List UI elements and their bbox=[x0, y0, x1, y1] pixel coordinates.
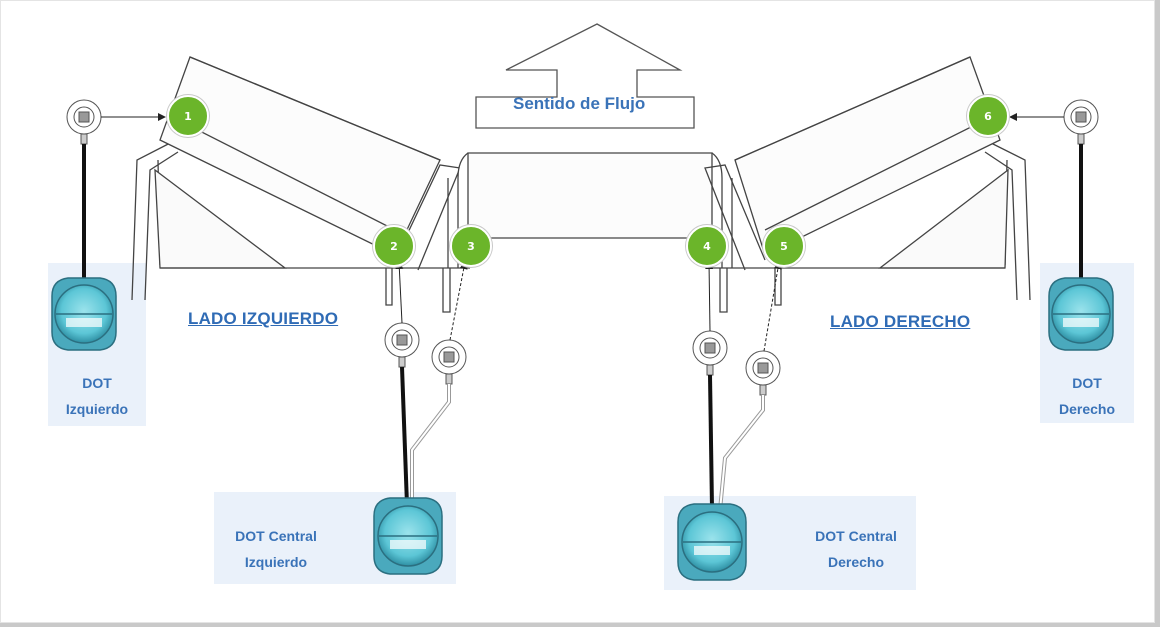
sensor-3 bbox=[410, 261, 468, 505]
point-badge-4: 4 bbox=[686, 225, 728, 267]
dot-central-derecho-label: DOT Central Derecho bbox=[794, 523, 918, 575]
device-right bbox=[1048, 277, 1114, 351]
sensor-5 bbox=[718, 261, 782, 511]
device-central-left bbox=[373, 497, 443, 575]
left-side-label: LADO IZQUIERDO bbox=[188, 309, 339, 328]
sensor-4 bbox=[692, 261, 728, 509]
point-badge-6: 6 bbox=[967, 95, 1009, 137]
point-badge-5: 5 bbox=[763, 225, 805, 267]
dot-central-izquierdo-line1: DOT Central bbox=[235, 528, 317, 544]
dot-izquierdo-line1: DOT bbox=[82, 375, 112, 391]
device-central-right bbox=[677, 503, 747, 581]
right-idler bbox=[704, 56, 1031, 313]
point-badge-2: 2 bbox=[373, 225, 415, 267]
flow-direction-label: Sentido de Flujo bbox=[513, 94, 646, 113]
sensor-2 bbox=[384, 261, 420, 506]
point-badge-1: 1 bbox=[167, 95, 209, 137]
device-left bbox=[51, 277, 117, 351]
dot-derecho-line2: Derecho bbox=[1058, 401, 1116, 417]
dot-derecho-line1: DOT bbox=[1072, 375, 1102, 391]
dot-central-izquierdo-label: DOT Central Izquierdo bbox=[214, 523, 338, 575]
sensor-left bbox=[66, 99, 166, 285]
right-side-label: LADO DERECHO bbox=[830, 312, 971, 331]
dot-derecho-label: DOT Derecho bbox=[1040, 370, 1134, 422]
dot-izquierdo-line2: Izquierdo bbox=[65, 401, 129, 417]
dot-izquierdo-label: DOT Izquierdo bbox=[48, 370, 146, 422]
point-badge-3: 3 bbox=[450, 225, 492, 267]
sensor-right bbox=[1009, 99, 1099, 285]
dot-central-izquierdo-line2: Izquierdo bbox=[244, 554, 308, 570]
dot-central-derecho-line2: Derecho bbox=[827, 554, 885, 570]
dot-central-derecho-line1: DOT Central bbox=[815, 528, 897, 544]
flow-arrow bbox=[475, 23, 695, 129]
